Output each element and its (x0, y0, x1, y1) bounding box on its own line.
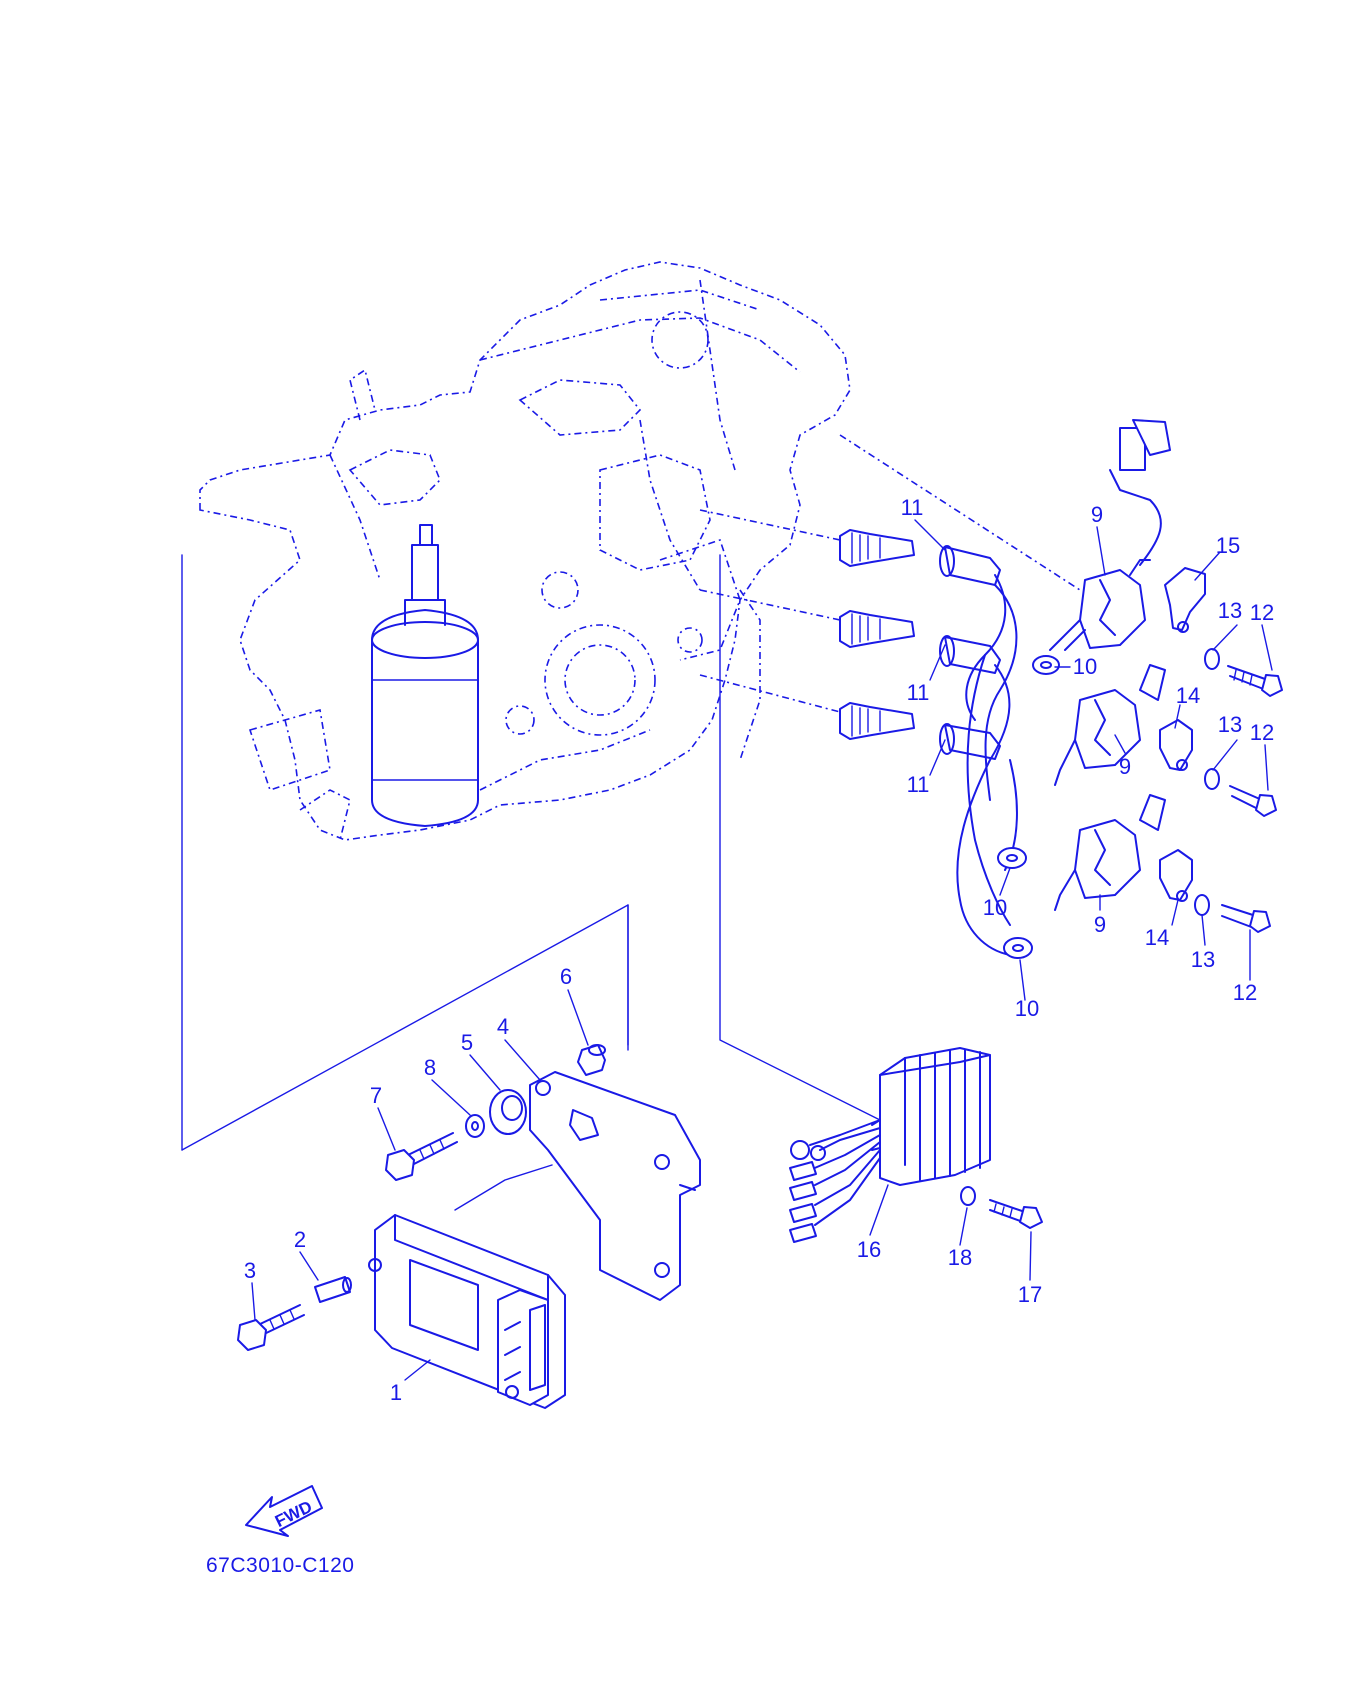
ignition-coil (1054, 664, 1166, 786)
spark-plug (699, 674, 915, 740)
callout-5: 5 (461, 1030, 473, 1055)
bracket-bolt (385, 1132, 458, 1181)
callout-1: 1 (390, 1380, 402, 1405)
callout-12a: 12 (1250, 600, 1274, 625)
callout-9a: 9 (1091, 502, 1103, 527)
callout-2: 2 (294, 1227, 306, 1252)
diagram-code: 67C3010-C120 (206, 1554, 354, 1577)
callouts: 1 2 3 4 5 6 7 8 9 9 9 10 10 10 11 11 11 … (244, 495, 1274, 1405)
rectifier-regulator-group (719, 554, 991, 1186)
cdi-collar (314, 1276, 352, 1303)
ignition-coils (839, 419, 1171, 911)
callout-12c: 12 (1233, 980, 1257, 1005)
collar (577, 1044, 606, 1076)
callout-10c: 10 (1015, 996, 1039, 1021)
callout-10b: 10 (983, 895, 1007, 920)
rectifier-washer (960, 1186, 976, 1206)
callout-9c: 9 (1094, 912, 1106, 937)
engine-block-outline (199, 261, 851, 841)
callout-12b: 12 (1250, 720, 1274, 745)
washers (1194, 648, 1220, 916)
spark-plug (699, 589, 915, 648)
callout-9b: 9 (1119, 754, 1131, 779)
bracket-group-frame (181, 554, 629, 1151)
callout-15: 15 (1216, 533, 1240, 558)
callout-4: 4 (497, 1014, 509, 1039)
starter-motor (371, 524, 479, 827)
cdi-bolt (237, 1304, 305, 1351)
spark-plugs (699, 509, 915, 740)
grommets (997, 655, 1060, 959)
damper-grommet (489, 1089, 527, 1135)
rectifier-bolt (989, 1199, 1043, 1229)
leader-lines (251, 519, 1273, 1381)
ignition-coil (839, 419, 1171, 651)
cdi-bracket (454, 1071, 701, 1301)
callout-13b: 13 (1218, 712, 1242, 737)
callout-16: 16 (857, 1237, 881, 1262)
callout-14b: 14 (1145, 925, 1169, 950)
clamps (1159, 567, 1206, 902)
plug-caps-and-cords (939, 545, 1018, 956)
callout-11a: 11 (901, 495, 924, 520)
callout-6: 6 (560, 964, 572, 989)
callout-11c: 11 (907, 772, 930, 797)
spark-plug (699, 509, 915, 567)
bolts (1221, 665, 1283, 933)
callout-10a: 10 (1073, 654, 1097, 679)
callout-13a: 13 (1218, 598, 1242, 623)
callout-7: 7 (370, 1083, 382, 1108)
bracket-washer (465, 1114, 485, 1138)
callout-14a: 14 (1176, 683, 1200, 708)
rectifier-wires (789, 1119, 881, 1243)
callout-11b: 11 (907, 680, 930, 705)
cdi-unit (368, 1214, 566, 1409)
callout-17: 17 (1018, 1282, 1042, 1307)
callout-8: 8 (424, 1055, 436, 1080)
callout-13c: 13 (1191, 947, 1215, 972)
fwd-arrow-icon: FWD (245, 1485, 323, 1537)
callout-3: 3 (244, 1258, 256, 1283)
ignition-coil (1054, 794, 1166, 911)
callout-18: 18 (948, 1245, 972, 1270)
